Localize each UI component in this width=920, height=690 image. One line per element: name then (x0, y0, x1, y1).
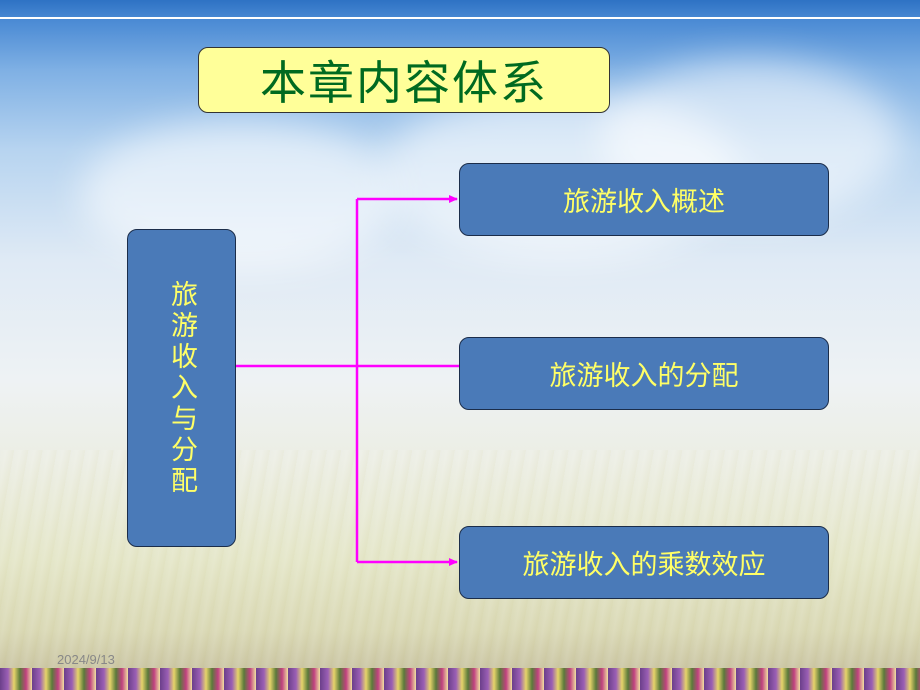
slide-title: 本章内容体系 (260, 56, 548, 110)
flower-strip (0, 668, 920, 690)
branch-node-3: 旅游收入的乘数效应 (459, 526, 829, 599)
branch-node-2: 旅游收入的分配 (459, 337, 829, 410)
branch-node-1: 旅游收入概述 (459, 163, 829, 236)
branch-node-label: 旅游收入的乘数效应 (522, 550, 766, 581)
branch-node-label: 旅游收入的分配 (549, 361, 739, 392)
title-box: 本章内容体系 (198, 47, 610, 113)
branch-node-label: 旅游收入概述 (563, 187, 725, 218)
footer-date: 2024/9/13 (57, 652, 115, 667)
root-node-label: 旅游收入与分配 (166, 279, 197, 497)
header-rule (0, 17, 920, 19)
root-node: 旅游收入与分配 (127, 229, 236, 547)
